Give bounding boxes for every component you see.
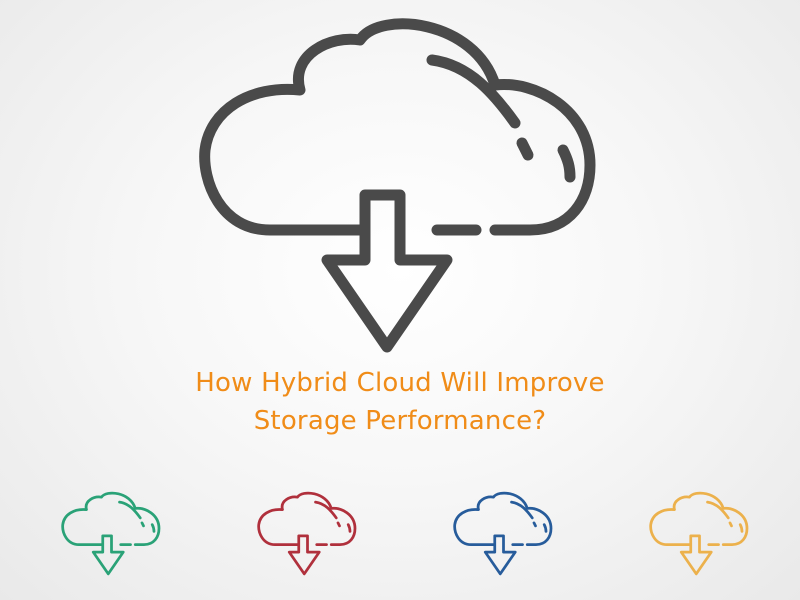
cloud-download-icon xyxy=(441,478,566,590)
cloud-download-icon xyxy=(245,478,370,590)
page-title: How Hybrid Cloud Will Improve Storage Pe… xyxy=(100,364,700,440)
headline-line-2: Storage Performance? xyxy=(253,406,547,436)
cloud-download-icon xyxy=(49,478,174,590)
cloud-download-icon xyxy=(150,15,650,360)
headline-line-1: How Hybrid Cloud Will Improve xyxy=(195,368,605,398)
cloud-download-icon xyxy=(637,478,762,590)
